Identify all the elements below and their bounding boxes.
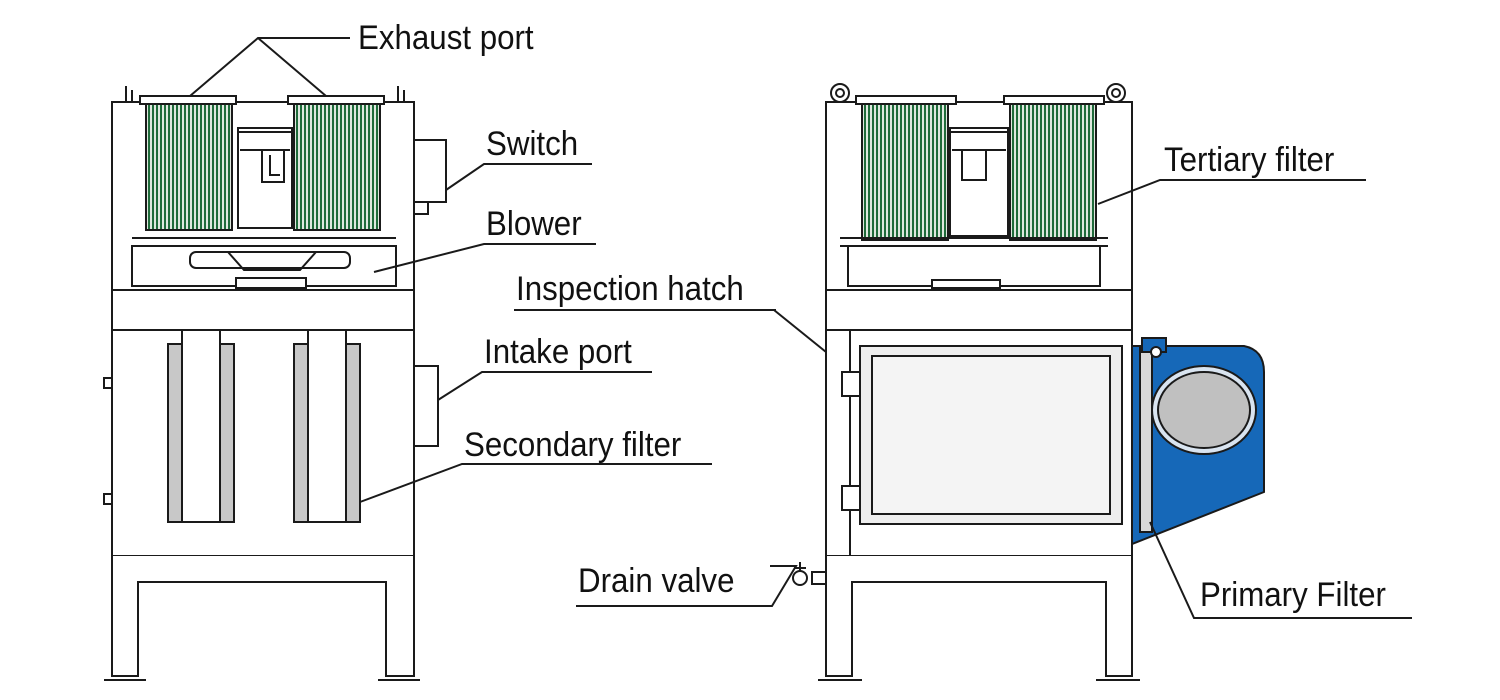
- leader-secondary-filter: [359, 463, 712, 503]
- leader-drain-valve: [576, 565, 798, 607]
- leader-inspection-hatch: [514, 309, 827, 353]
- label-secondary-filter: Secondary filter: [464, 426, 682, 464]
- leader-blower: [373, 243, 596, 273]
- label-blower: Blower: [486, 205, 582, 243]
- leader-exhaust-port: [189, 37, 350, 97]
- primary-filter-unit: [1131, 337, 1265, 546]
- label-switch: Switch: [486, 125, 579, 163]
- tertiary-filter-cartridge-right: [293, 103, 381, 231]
- tertiary-filter-cartridge-left: [145, 103, 233, 231]
- front-view-unit: [103, 86, 447, 681]
- tertiary-filter-cartridge-left-side: [861, 103, 949, 241]
- drain-valve-pipe: [811, 571, 827, 585]
- leader-switch: [445, 163, 592, 191]
- label-exhaust-port: Exhaust port: [358, 19, 534, 57]
- side-view-unit: [792, 83, 1140, 681]
- label-inspection-hatch: Inspection hatch: [516, 270, 744, 308]
- tertiary-filter-cartridge-right-side: [1009, 103, 1097, 241]
- leader-lines: [189, 37, 1412, 619]
- leader-intake-port: [437, 371, 652, 401]
- leader-primary-filter: [1149, 521, 1412, 619]
- switch-box: [413, 139, 447, 203]
- inspection-hatch-inner: [871, 355, 1111, 515]
- label-intake-port: Intake port: [484, 333, 632, 371]
- blower-fan: [189, 251, 351, 269]
- label-drain-valve: Drain valve: [578, 562, 735, 600]
- label-tertiary-filter: Tertiary filter: [1164, 141, 1335, 179]
- label-primary-filter: Primary Filter: [1200, 576, 1386, 614]
- leader-tertiary-filter: [1097, 179, 1366, 205]
- intake-port: [413, 365, 439, 447]
